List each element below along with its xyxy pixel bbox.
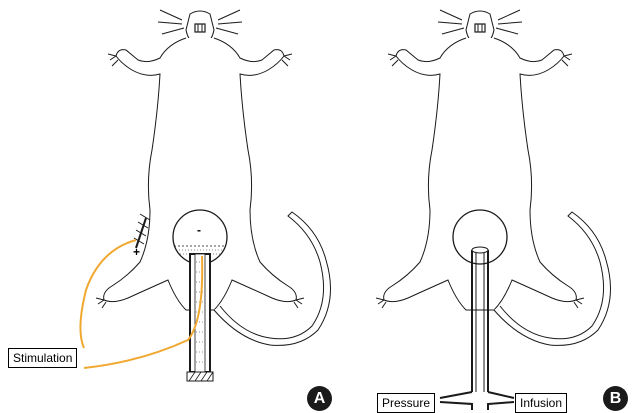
pressure-label: Pressure (377, 393, 435, 413)
infusion-label: Infusion (515, 393, 567, 413)
rat-outline-b (376, 10, 611, 345)
panel-a-badge: A (307, 386, 332, 411)
rat-outline-a (96, 10, 331, 345)
panel-b (376, 10, 611, 410)
panel-b-badge: B (603, 386, 628, 411)
stimulation-label: Stimulation (8, 348, 77, 368)
bladder-b (453, 210, 507, 264)
catheter-tube-a (187, 254, 213, 381)
panel-a (80, 10, 330, 381)
plus-sign: + (133, 246, 140, 258)
minus-sign: - (197, 224, 201, 236)
